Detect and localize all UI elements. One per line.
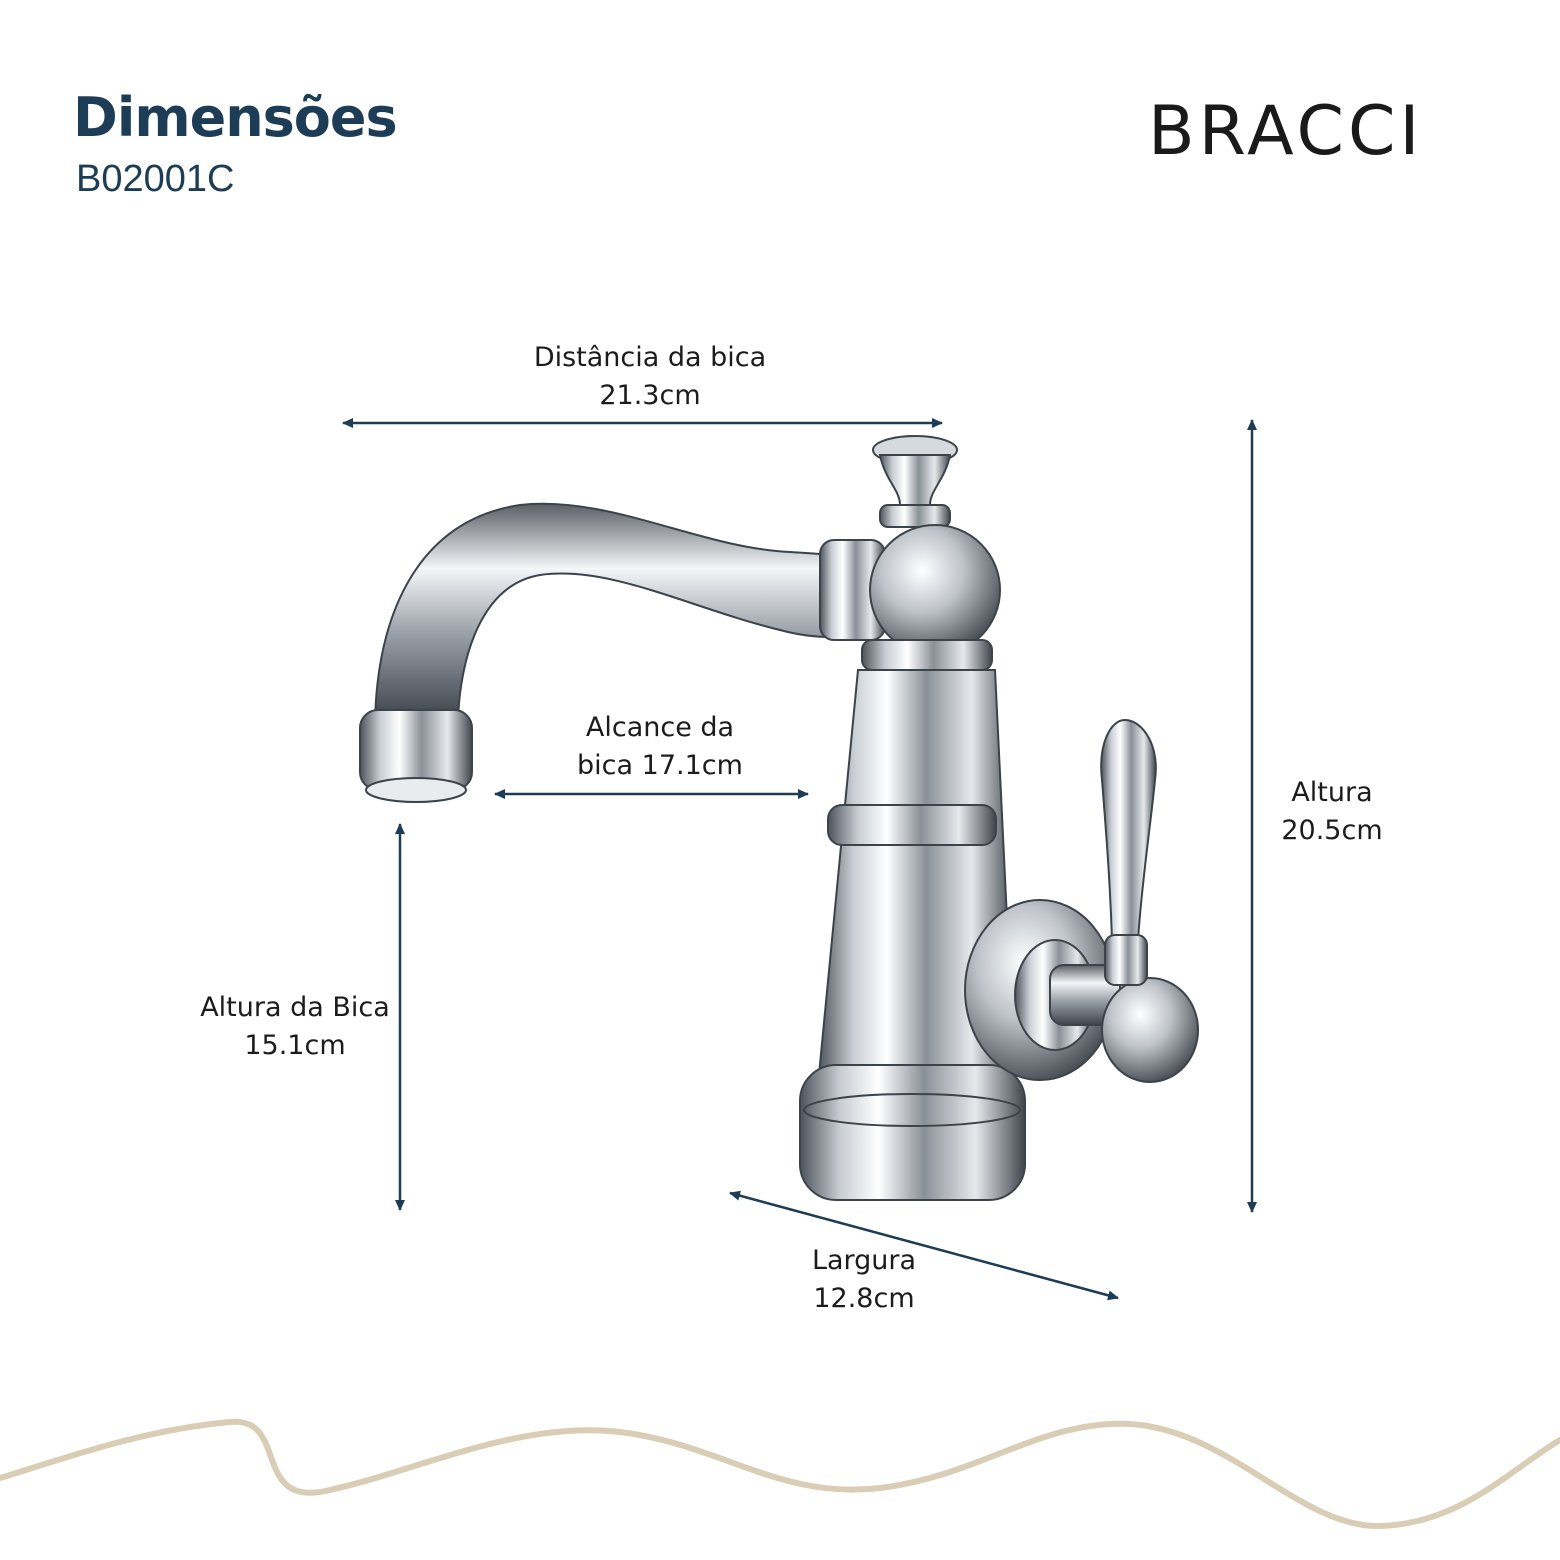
label-spout-distance: Distância da bica 21.3cm — [500, 339, 800, 415]
page-title: Dimensões — [73, 86, 398, 149]
label-height-value: 20.5cm — [1281, 815, 1383, 846]
label-spout-height-value: 15.1cm — [244, 1030, 346, 1061]
arrow-width — [729, 1190, 1119, 1301]
decorative-wave — [0, 1418, 1560, 1530]
label-height: Altura 20.5cm — [1252, 774, 1412, 850]
label-width-name: Largura — [811, 1245, 917, 1276]
label-spout-distance-name: Distância da bica — [533, 342, 767, 373]
label-width: Largura 12.8cm — [784, 1242, 944, 1318]
faucet-base — [799, 1064, 1026, 1201]
label-width-value: 12.8cm — [813, 1283, 915, 1314]
faucet-ball — [869, 524, 1001, 656]
label-spout-distance-value: 21.3cm — [599, 380, 701, 411]
product-code: B02001C — [76, 158, 235, 200]
label-spout-height: Altura da Bica 15.1cm — [185, 989, 405, 1065]
label-spout-reach-line1: Alcance da — [585, 712, 735, 743]
label-spout-reach: Alcance da bica 17.1cm — [540, 709, 780, 785]
label-spout-height-name: Altura da Bica — [200, 992, 390, 1023]
faucet-spout — [373, 502, 867, 721]
label-height-name: Altura — [1291, 777, 1373, 808]
faucet-lever — [1100, 718, 1157, 941]
label-spout-reach-line2: bica 17.1cm — [577, 750, 743, 781]
brand-logo: BRACCI — [1148, 92, 1424, 171]
faucet-illustration — [359, 435, 1199, 1201]
